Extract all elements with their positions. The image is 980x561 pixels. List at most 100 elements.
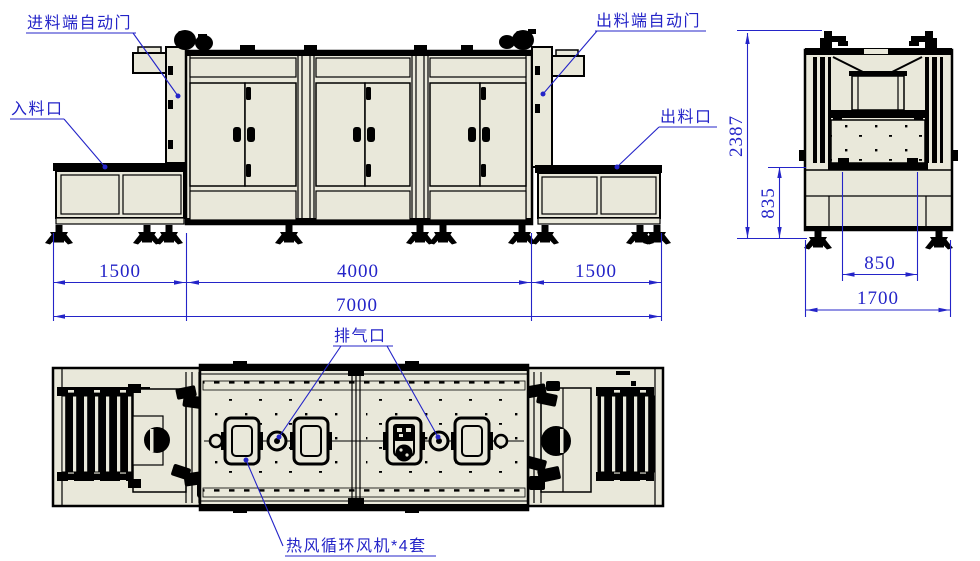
leader-dot — [102, 164, 108, 170]
circulation-fan — [449, 416, 495, 466]
front-base — [805, 169, 952, 231]
bay-top-panel — [189, 57, 297, 78]
entry-shaft-slit — [150, 429, 154, 452]
dimension-annotations: 1500 4000 1500 7000 2387 835 850 1700 — [52, 29, 952, 321]
door-hinge — [481, 164, 486, 177]
outlet-table-bottom-rail — [537, 217, 661, 225]
corner-tab — [631, 381, 636, 386]
outlet-table-panel — [600, 176, 657, 215]
chamber-vent-strip — [203, 488, 525, 497]
conveyor-rail — [596, 472, 654, 481]
bay-bottom-panel — [315, 190, 411, 221]
leader-outlet — [616, 126, 660, 168]
lifting-tab — [304, 45, 317, 52]
corner-tab — [128, 384, 141, 393]
lifting-tab — [414, 45, 427, 52]
door-hinge — [246, 87, 251, 100]
oven-bay-3 — [429, 57, 527, 221]
chamber-tab — [233, 361, 247, 366]
exit-shaft-slit — [560, 429, 564, 453]
duct-port — [493, 433, 509, 449]
front-end-view — [799, 31, 958, 250]
dim-outlet-length: 1500 — [575, 261, 617, 282]
conveyor-rail — [596, 387, 654, 396]
chamber-tab — [233, 508, 247, 513]
inlet-conveyor-table — [53, 163, 186, 225]
entry-door-motor — [174, 30, 213, 51]
circulation-fan — [288, 416, 334, 466]
plan-view — [51, 361, 665, 513]
door-guide — [168, 100, 173, 109]
front-beam-slot — [864, 49, 888, 54]
leader-inlet — [63, 118, 106, 168]
exit-door-mechanism — [523, 381, 561, 490]
door-handle — [482, 127, 490, 142]
dim-inlet-length: 1500 — [99, 261, 141, 282]
divider-tab — [348, 369, 364, 376]
corner-tab — [128, 479, 141, 488]
front-top-bracket-left — [820, 31, 848, 50]
inlet-table-bottom-rail — [55, 217, 185, 225]
exhaust-port-circle — [266, 430, 288, 452]
dim-total-width: 1700 — [857, 288, 899, 309]
dim-total-height: 2387 — [726, 115, 747, 157]
exhaust-port-circle — [428, 430, 450, 452]
chamber-bottom-bar — [200, 504, 528, 510]
conveyor-rail — [57, 472, 150, 481]
label-discharge-end-auto-door: 出料端自动门 — [596, 12, 701, 30]
label-outlet-port: 出料口 — [660, 108, 713, 126]
panel-support-bar — [828, 163, 928, 170]
exit-door-motor — [499, 29, 536, 50]
outlet-table-panel — [541, 176, 598, 215]
door-guide — [535, 104, 540, 113]
oven-bottom-rail — [186, 218, 532, 224]
bay-top-panel — [315, 57, 411, 78]
side-tab — [799, 150, 806, 161]
plan-inlet-conveyor — [51, 366, 213, 508]
leader-dot — [175, 93, 181, 99]
chamber-tab — [405, 361, 419, 366]
side-tab — [951, 150, 958, 161]
leader-exhaust-right — [386, 345, 439, 438]
oven-bay-2 — [315, 57, 411, 221]
front-side-columns — [813, 57, 943, 163]
label-feed-end-auto-door: 进料端自动门 — [27, 14, 132, 32]
leader-dot — [614, 164, 620, 170]
oven-top-rail — [186, 51, 532, 56]
door-handle — [367, 127, 375, 142]
leader-dot — [435, 434, 441, 440]
door-handle — [468, 127, 476, 142]
circulation-fan — [219, 416, 265, 466]
door-guide — [168, 66, 173, 75]
entry-shaft-port — [144, 427, 170, 453]
leader-dot — [276, 434, 282, 440]
door-handle — [233, 127, 241, 142]
plan-chamber — [198, 361, 530, 513]
door-hinge — [481, 87, 486, 100]
dim-total-length: 7000 — [336, 295, 378, 316]
inlet-table-panel — [122, 174, 182, 215]
panel-mount-tab — [838, 158, 849, 164]
oven-bay-1 — [189, 57, 297, 221]
divider-tab — [348, 498, 364, 505]
roller-bed — [597, 395, 655, 473]
door-handle — [353, 127, 361, 142]
inlet-table-panel — [60, 174, 120, 215]
side-elevation-view — [45, 29, 671, 245]
oven-body — [184, 45, 534, 226]
outlet-conveyor-table — [535, 165, 662, 225]
leader-dot — [243, 457, 249, 463]
lifting-tab — [240, 45, 255, 52]
inlet-belt-top — [53, 163, 186, 171]
duct-port — [208, 433, 224, 449]
door-guide — [535, 66, 540, 75]
corner-tab — [616, 371, 630, 375]
label-exhaust-port: 排气口 — [334, 327, 387, 345]
leader-feed-door — [132, 32, 179, 97]
dim-base-height: 835 — [758, 187, 779, 219]
label-hot-air-fans: 热风循环风机*4套 — [286, 537, 427, 555]
chamber-top-bar — [200, 365, 528, 371]
door-hinge — [366, 164, 371, 177]
